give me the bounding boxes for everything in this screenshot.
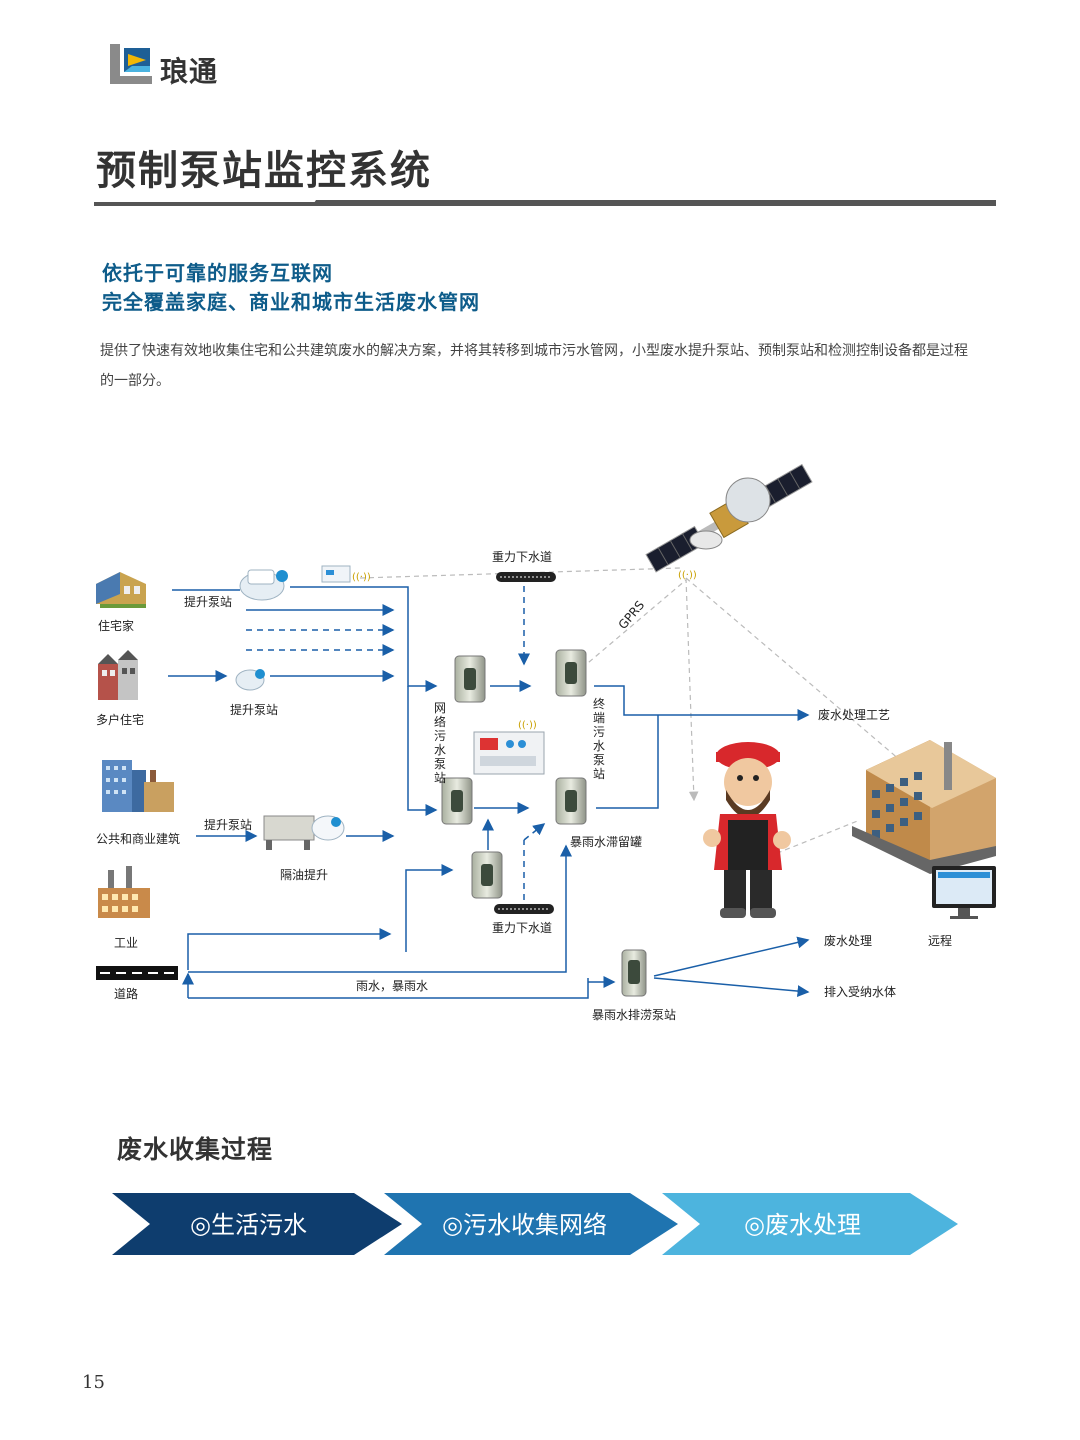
label-oil-separation: 隔油提升 — [280, 867, 328, 882]
control-cabinet-icon: ((·)) — [473, 720, 545, 775]
svg-text:站: 站 — [593, 767, 605, 781]
svg-text:污: 污 — [434, 729, 446, 743]
svg-text:络: 络 — [434, 714, 446, 729]
satellite-icon: ((·)) — [645, 463, 813, 581]
gravity-sewer-pipe-icon — [494, 904, 554, 914]
remote-monitor-icon — [932, 866, 996, 919]
label-lift-station-1: 提升泵站 — [184, 594, 232, 609]
label-rain: 雨水，暴雨水 — [356, 979, 428, 993]
lift-station-icon — [239, 569, 288, 601]
svg-text:网: 网 — [434, 701, 446, 715]
pump-tank-icon — [471, 851, 503, 899]
svg-text:站: 站 — [434, 771, 446, 785]
wireless-links — [359, 567, 901, 861]
label-road: 道路 — [114, 986, 138, 1001]
svg-text:水: 水 — [593, 739, 605, 753]
process-step-3-shape — [662, 1193, 958, 1255]
pump-tank-icon — [441, 777, 473, 825]
label-terminal-pump: 终 端 污 水 泵 站 — [593, 696, 605, 781]
label-network-pump: 网 络 污 水 泵 站 — [434, 701, 446, 785]
multi-residence-icon — [98, 650, 138, 700]
process-step-3: ◎废水处理 — [744, 1211, 861, 1239]
label-lift-station-3: 提升泵站 — [204, 817, 252, 832]
label-commercial: 公共和商业建筑 — [96, 831, 180, 846]
label-wastewater-treatment: 废水处理 — [824, 933, 872, 948]
pump-tank-icon — [454, 655, 486, 703]
subtitle-line-2: 完全覆盖家庭、商业和城市生活废水管网 — [102, 290, 480, 314]
process-step-2: ◎污水收集网络 — [442, 1211, 607, 1239]
svg-text:污: 污 — [593, 725, 605, 739]
label-gravity-sewer-top: 重力下水道 — [492, 550, 552, 564]
gravity-sewer-pipe-icon — [496, 572, 556, 582]
label-storm-tank: 暴雨水滞留罐 — [570, 835, 642, 849]
page-title: 预制泵站监控系统 — [96, 148, 432, 194]
system-diagram: 住宅家 多户住宅 公共和商业建筑 工业 道路 — [96, 463, 996, 1022]
road-icon — [96, 966, 178, 980]
label-remote: 远程 — [928, 933, 952, 948]
label-discharge: 排入受纳水体 — [824, 985, 896, 999]
label-residence: 住宅家 — [98, 618, 134, 633]
process-steps: ◎生活污水 ◎污水收集网络 ◎废水处理 — [112, 1193, 958, 1255]
process-step-2-shape — [384, 1193, 678, 1255]
residence-icon — [96, 572, 146, 608]
svg-text:泵: 泵 — [434, 757, 446, 771]
industry-icon — [98, 866, 150, 918]
title-divider — [94, 200, 996, 206]
label-wastewater-process: 废水处理工艺 — [818, 707, 890, 722]
storm-drain-station-icon — [621, 949, 647, 997]
flow-lines — [168, 586, 810, 999]
worker-mascot-icon — [703, 742, 791, 918]
subtitle-line-1: 依托于可靠的服务互联网 — [102, 261, 333, 285]
label-industry: 工业 — [114, 936, 138, 950]
process-step-1-shape — [112, 1193, 402, 1255]
svg-text:泵: 泵 — [593, 753, 605, 767]
svg-text:端: 端 — [593, 711, 605, 725]
svg-text:水: 水 — [434, 743, 446, 757]
intro-paragraph: 提供了快速有效地收集住宅和公共建筑废水的解决方案，并将其转移到城市污水管网，小型… — [100, 343, 968, 389]
page-number: 15 — [82, 1372, 105, 1393]
svg-text:终: 终 — [593, 696, 605, 711]
brand-name: 琅通 — [160, 55, 219, 88]
brand-logo-icon — [110, 44, 152, 84]
treatment-plant-icon — [852, 740, 996, 874]
label-multi-residence: 多户住宅 — [96, 712, 144, 727]
svg-text:((·)): ((·)) — [518, 720, 537, 731]
pump-tank-icon — [555, 649, 587, 697]
pump-tank-icon — [555, 777, 587, 825]
lift-station-icon — [235, 669, 265, 691]
svg-text:((·)): ((·)) — [352, 572, 371, 583]
oil-separation-lift-icon — [263, 815, 345, 850]
label-gravity-sewer-bottom: 重力下水道 — [492, 921, 552, 935]
commercial-building-icon — [102, 760, 174, 812]
label-lift-station-2: 提升泵站 — [230, 702, 278, 717]
label-storm-drain-station: 暴雨水排涝泵站 — [592, 1008, 676, 1022]
controller-icon: ((·)) — [321, 565, 371, 583]
svg-text:((·)): ((·)) — [678, 570, 697, 581]
process-title: 废水收集过程 — [117, 1135, 274, 1164]
process-step-1: ◎生活污水 — [190, 1211, 307, 1239]
